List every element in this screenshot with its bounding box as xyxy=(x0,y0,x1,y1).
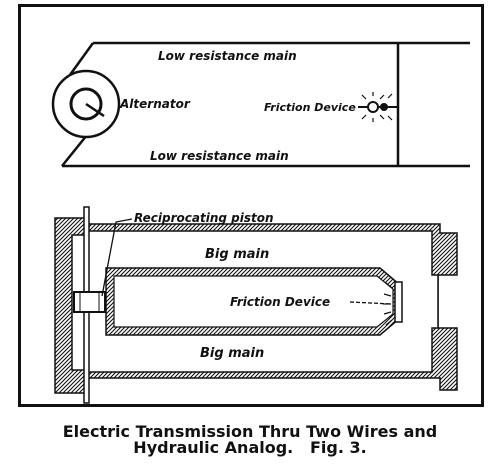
caption-line-2: Hydraulic Analog. Fig. 3. xyxy=(133,438,367,457)
alternator-label: Alternator xyxy=(119,97,191,111)
lower-wire-label: Low resistance main xyxy=(150,149,289,163)
friction-device-leader xyxy=(349,301,393,305)
figure-border xyxy=(18,4,484,407)
electric-circuit: Low resistance main Low resistance main … xyxy=(51,41,470,168)
upper-wire-label: Low resistance main xyxy=(158,49,297,63)
piston-label: Reciprocating piston xyxy=(134,211,274,225)
inner-hollow xyxy=(113,275,394,328)
electric-friction-device-label: Friction Device xyxy=(264,101,356,114)
upper-big-main-label: Big main xyxy=(205,247,269,262)
lower-big-main-label: Big main xyxy=(200,346,264,361)
figure-caption: Electric Transmission Thru Two Wires and… xyxy=(0,424,500,456)
reciprocating-piston xyxy=(73,291,106,313)
piston-leader xyxy=(101,218,133,297)
caption-line-1: Electric Transmission Thru Two Wires and xyxy=(62,422,438,441)
alternator-icon xyxy=(51,69,121,139)
friction-device-icon xyxy=(358,92,398,122)
hydraulic-circuit: Reciprocating piston Big main Friction D… xyxy=(54,206,458,404)
hydraulic-friction-device-label: Friction Device xyxy=(230,295,330,309)
